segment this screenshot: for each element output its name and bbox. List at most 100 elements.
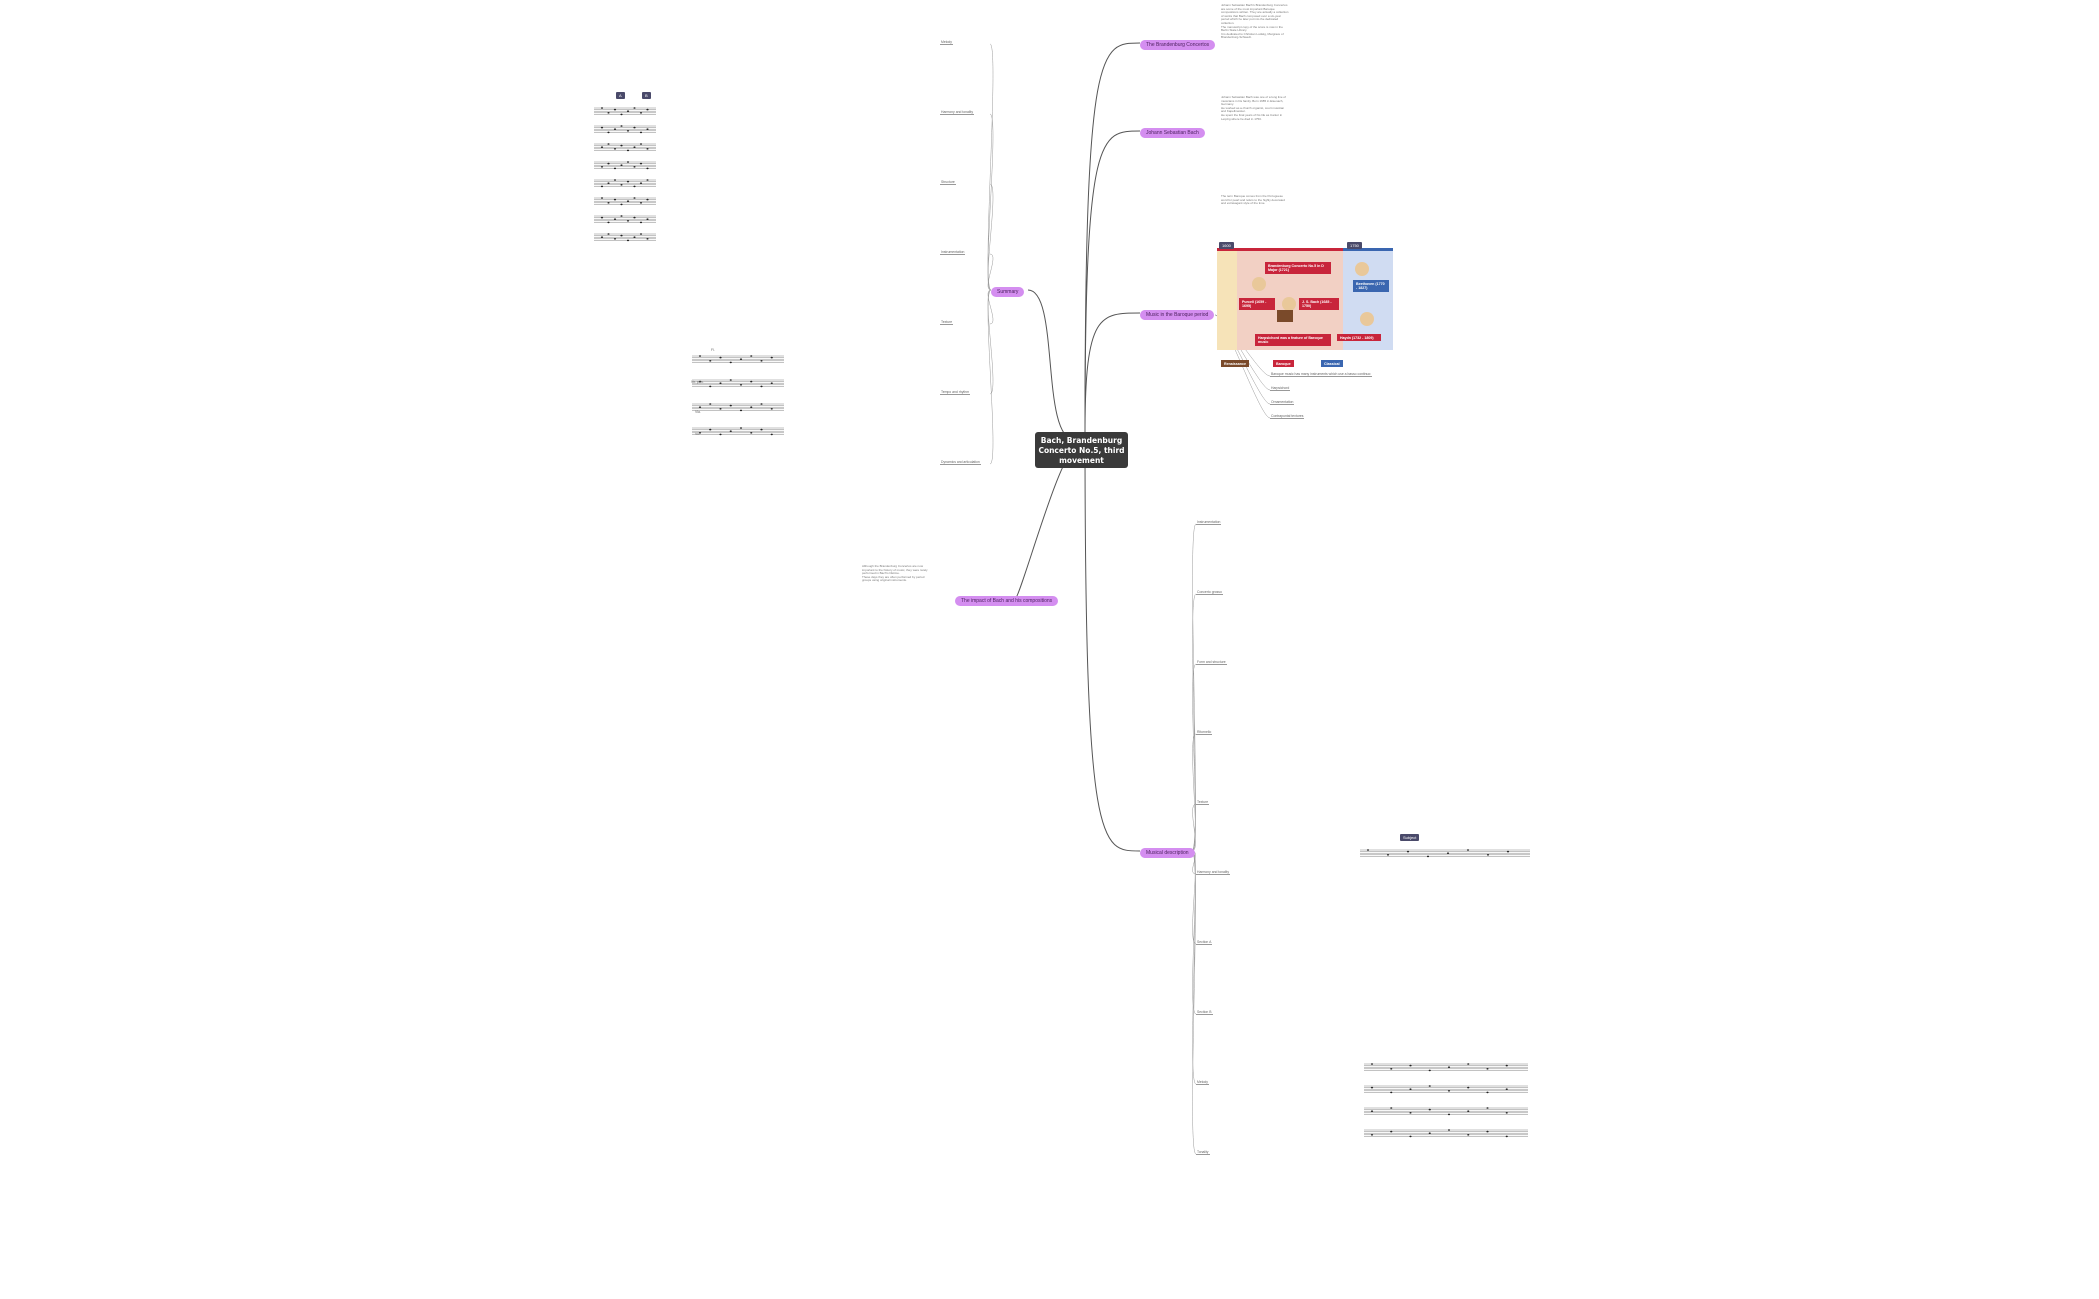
note-head bbox=[719, 356, 722, 359]
note-head bbox=[729, 430, 732, 432]
topic-label: Johann Sebastian Bach bbox=[1146, 130, 1199, 136]
note-head bbox=[729, 404, 732, 407]
note-head bbox=[1409, 1088, 1412, 1090]
baroque-timeline: 1600 1750 Brandenburg Concerto No.5 in D… bbox=[1217, 242, 1393, 372]
note-head bbox=[1428, 1085, 1431, 1087]
note-head bbox=[620, 144, 623, 147]
subtopic[interactable]: Harmony and tonality bbox=[940, 110, 975, 115]
subtopic[interactable]: Instrumentation bbox=[940, 250, 966, 255]
note-head bbox=[613, 218, 617, 220]
subtopic[interactable]: Contrapuntal textures bbox=[1270, 414, 1305, 419]
subtopic[interactable]: Tempo and rhythm bbox=[940, 390, 971, 395]
note-head bbox=[613, 167, 617, 170]
note-head bbox=[633, 185, 636, 188]
note-head bbox=[750, 380, 753, 383]
note-head bbox=[1409, 1112, 1412, 1114]
note-head bbox=[646, 167, 649, 170]
note-head bbox=[613, 108, 617, 111]
subtopic[interactable]: Texture bbox=[940, 320, 954, 325]
connector bbox=[987, 113, 994, 291]
subtopic[interactable]: Concerto grosso bbox=[1196, 590, 1223, 595]
note-head bbox=[600, 146, 604, 148]
score-excerpt-ab: A B bbox=[592, 92, 660, 256]
subtopic[interactable]: Harpsichord bbox=[1270, 386, 1291, 391]
note-head bbox=[698, 432, 702, 434]
score-excerpt-b bbox=[1362, 1058, 1532, 1150]
topic-jsbach[interactable]: Johann Sebastian Bach bbox=[1140, 128, 1205, 138]
subtopic[interactable]: Tonality bbox=[1196, 1150, 1210, 1155]
note-head bbox=[719, 408, 722, 410]
topic-context[interactable]: The impact of Bach and his compositions bbox=[955, 596, 1059, 606]
note-head bbox=[1390, 1068, 1393, 1070]
note-head bbox=[1447, 1129, 1451, 1131]
connector bbox=[1084, 42, 1141, 433]
subtopic[interactable]: Ornamentation bbox=[1270, 400, 1295, 405]
timeline-box: Harpsichord was a feature of Baroque mus… bbox=[1255, 334, 1331, 346]
subtopic[interactable]: Instrumentation bbox=[1196, 520, 1222, 525]
topic-baroque[interactable]: Music in the Baroque period bbox=[1140, 310, 1215, 320]
note-head bbox=[760, 428, 763, 431]
note-head bbox=[709, 360, 712, 362]
section-b-tag: B bbox=[642, 92, 651, 99]
topic-brandenburg[interactable]: The Brandenburg Concertos bbox=[1140, 40, 1216, 50]
connector bbox=[1027, 289, 1076, 441]
connector bbox=[1191, 663, 1197, 852]
note-head bbox=[639, 233, 643, 235]
subject-score: Subject bbox=[1358, 834, 1534, 868]
note-head bbox=[600, 126, 604, 129]
note-brandenburg: Johann Sebastian Bach's Brandenburg Conc… bbox=[1221, 3, 1289, 40]
connector bbox=[1191, 733, 1197, 852]
note-head bbox=[729, 379, 732, 381]
note-head bbox=[1447, 1113, 1451, 1116]
subtopic[interactable]: Section B bbox=[1196, 1010, 1213, 1015]
legend-baroque: Baroque bbox=[1273, 360, 1294, 368]
connector bbox=[987, 183, 994, 291]
note-head bbox=[709, 428, 712, 431]
note-head bbox=[620, 215, 623, 217]
note-head bbox=[750, 406, 753, 408]
subtopic[interactable]: Baroque music has many instruments which… bbox=[1270, 372, 1373, 377]
subtopic[interactable]: Dynamics and articulation bbox=[940, 460, 981, 465]
score-staves bbox=[594, 107, 656, 242]
subtopic[interactable]: Texture bbox=[1196, 800, 1210, 805]
subtopic[interactable]: Ritornello bbox=[1196, 730, 1213, 735]
connector bbox=[1084, 312, 1141, 433]
note-head bbox=[600, 185, 604, 188]
note-head bbox=[646, 179, 649, 181]
note-head bbox=[639, 112, 643, 114]
subtopic[interactable]: Section A bbox=[1196, 940, 1213, 945]
root-topic[interactable]: Bach, Brandenburg Concerto No.5, third m… bbox=[1035, 432, 1128, 468]
note-head bbox=[1466, 849, 1470, 851]
note-head bbox=[600, 236, 604, 238]
note-head bbox=[633, 146, 636, 148]
connector bbox=[1191, 850, 1197, 1085]
timeline-box: J. S. Bach (1685 - 1750) bbox=[1299, 298, 1339, 310]
topic-summary[interactable]: Summary bbox=[991, 287, 1025, 297]
note-head bbox=[633, 107, 636, 109]
note-head bbox=[607, 221, 610, 224]
note-head bbox=[600, 216, 604, 219]
connector bbox=[1191, 593, 1197, 852]
subtopic[interactable]: Harmony and tonality bbox=[1196, 870, 1231, 875]
topic-label: Musical description bbox=[1146, 850, 1189, 856]
note-head bbox=[760, 385, 763, 388]
note-head bbox=[1447, 1066, 1451, 1068]
note-head bbox=[1366, 849, 1370, 851]
note-head bbox=[1486, 854, 1490, 856]
note-head bbox=[633, 197, 636, 199]
subtopic[interactable]: Melody bbox=[1196, 1080, 1209, 1085]
subtopic[interactable]: Structure bbox=[940, 180, 956, 185]
note-head bbox=[607, 143, 610, 145]
subtopic[interactable]: Form and structure bbox=[1196, 660, 1227, 665]
topic-label: Music in the Baroque period bbox=[1146, 312, 1209, 318]
topic-musical[interactable]: Musical description bbox=[1140, 848, 1195, 858]
note-head bbox=[1467, 1134, 1470, 1136]
note-head bbox=[1486, 1091, 1489, 1094]
note-head bbox=[620, 125, 623, 127]
note-head bbox=[1409, 1064, 1412, 1067]
note-head bbox=[646, 128, 649, 130]
subtopic[interactable]: Melody bbox=[940, 40, 953, 45]
note-head bbox=[620, 203, 623, 206]
note-head bbox=[1446, 852, 1450, 854]
